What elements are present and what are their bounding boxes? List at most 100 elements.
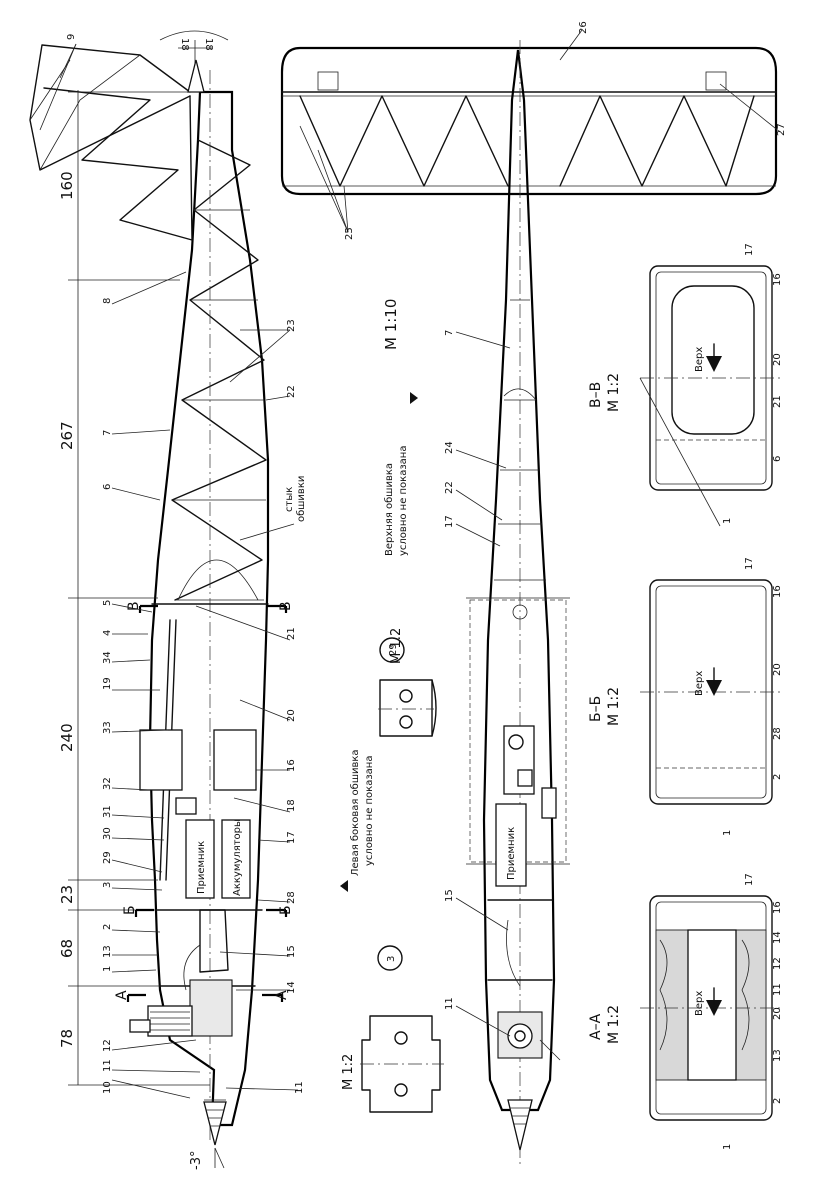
side-note-line2: условно не показана	[364, 756, 375, 866]
svg-text:10: 10	[102, 1081, 113, 1094]
servo-lower	[213, 729, 257, 791]
svg-text:В: В	[278, 601, 294, 611]
wing-area	[469, 599, 567, 863]
side-spinner	[203, 1101, 227, 1146]
svg-text:15: 15	[444, 889, 455, 902]
svg-text:8: 8	[102, 298, 113, 304]
top-spinner	[507, 1099, 533, 1151]
section-a-scale: М 1:2	[606, 1005, 622, 1044]
svg-text:20: 20	[286, 709, 297, 722]
svg-text:Верх: Верх	[694, 991, 705, 1016]
section-b-scale: М 1:2	[606, 687, 622, 726]
angle-nose: -3°	[189, 1151, 204, 1170]
section-marks-side: А А Б Б В В	[114, 601, 294, 1002]
svg-text:16: 16	[772, 901, 783, 914]
svg-text:23: 23	[286, 319, 297, 332]
section-a-a: Верх А–А М 1:2 1 2 13 20 11 12 14 16 17	[588, 873, 783, 1150]
dim-23: 23	[58, 885, 76, 904]
top-note-line1: Верхняя обшивка	[384, 463, 395, 556]
receiver-box	[185, 819, 215, 899]
svg-text:1: 1	[722, 830, 733, 836]
dim-160: 160	[58, 171, 76, 200]
svg-text:1: 1	[722, 518, 733, 524]
stabilizer-outline	[280, 46, 778, 196]
svg-text:22: 22	[444, 481, 455, 494]
battery-label: Аккумуляторы	[232, 819, 243, 896]
svg-text:В: В	[126, 601, 142, 611]
side-view: Приемник Аккумуляторы -3° 18 18	[29, 30, 307, 1170]
svg-text:11: 11	[102, 1059, 113, 1072]
svg-text:29: 29	[388, 643, 399, 656]
joint-label-2: обшивки	[296, 476, 307, 522]
svg-text:25: 25	[344, 227, 355, 240]
svg-text:28: 28	[286, 891, 297, 904]
svg-text:2: 2	[102, 924, 113, 930]
side-truss	[171, 139, 267, 601]
svg-text:17: 17	[744, 243, 755, 256]
svg-text:33: 33	[102, 721, 113, 734]
side-note-line1: Левая боковая обшивка	[350, 749, 361, 876]
detail-29-scale: М 1:2	[389, 628, 404, 664]
side-dimension-chain: 78 68 23 240 267 160	[58, 90, 210, 1086]
joint-label-1: стык	[284, 487, 295, 512]
svg-text:21: 21	[772, 395, 783, 408]
svg-text:16: 16	[286, 759, 297, 772]
svg-text:32: 32	[102, 777, 113, 790]
svg-text:1: 1	[102, 966, 113, 972]
svg-text:31: 31	[102, 805, 113, 818]
svg-text:11: 11	[444, 997, 455, 1010]
fin-angle-right: 18	[203, 38, 214, 51]
svg-text:11: 11	[772, 983, 783, 996]
side-callouts-top: 10 11 12 1 13 2 3 29 30 31 32 33 19 34 4…	[39, 34, 201, 1099]
svg-text:6: 6	[102, 484, 113, 490]
side-fuselage-outline	[148, 90, 270, 1127]
svg-text:16: 16	[772, 273, 783, 286]
servo-upper	[139, 729, 183, 791]
svg-text:7: 7	[102, 430, 113, 436]
section-b-title: Б–Б	[588, 696, 604, 722]
svg-text:13: 13	[772, 1049, 783, 1062]
top-receiver	[495, 803, 527, 887]
svg-text:30: 30	[102, 827, 113, 840]
svg-text:16: 16	[772, 585, 783, 598]
detail-3: 3 М 1:2	[341, 945, 444, 1113]
svg-text:20: 20	[772, 663, 783, 676]
svg-text:29: 29	[102, 851, 113, 864]
svg-text:12: 12	[102, 1039, 113, 1052]
svg-text:22: 22	[286, 385, 297, 398]
svg-text:3: 3	[386, 956, 397, 962]
top-callouts: 11 15 17 22 24 7 25 26 27	[299, 21, 787, 1037]
fin-outline	[29, 44, 191, 171]
dim-78: 78	[58, 1029, 76, 1048]
engine	[129, 979, 233, 1037]
svg-text:20: 20	[772, 353, 783, 366]
svg-text:Верх: Верх	[694, 671, 705, 696]
svg-text:18: 18	[286, 799, 297, 812]
svg-text:13: 13	[102, 945, 113, 958]
svg-text:34: 34	[102, 651, 113, 664]
section-v-scale: М 1:2	[606, 373, 622, 412]
dim-240: 240	[58, 723, 76, 752]
svg-text:Б: Б	[278, 905, 294, 915]
svg-text:Верх: Верх	[694, 347, 705, 372]
receiver-label: Приемник	[196, 841, 207, 894]
svg-text:9: 9	[66, 34, 77, 40]
fin-angle-left: 18	[179, 38, 190, 51]
svg-text:3: 3	[102, 882, 113, 888]
svg-text:7: 7	[444, 330, 455, 336]
svg-text:20: 20	[772, 1007, 783, 1020]
svg-text:5: 5	[102, 600, 113, 606]
section-a-title: А–А	[588, 1013, 604, 1040]
svg-text:21: 21	[286, 627, 297, 640]
svg-text:1: 1	[722, 1144, 733, 1150]
dim-267: 267	[58, 421, 76, 450]
svg-text:6: 6	[772, 456, 783, 462]
svg-text:14: 14	[772, 931, 783, 944]
svg-text:14: 14	[286, 981, 297, 994]
detail-3-scale: М 1:2	[341, 1054, 356, 1090]
svg-text:19: 19	[102, 677, 113, 690]
svg-text:26: 26	[578, 21, 589, 34]
top-view: Приемник 11 15 17 22 24 7 25 26 27	[280, 21, 787, 1165]
svg-text:17: 17	[286, 831, 297, 844]
